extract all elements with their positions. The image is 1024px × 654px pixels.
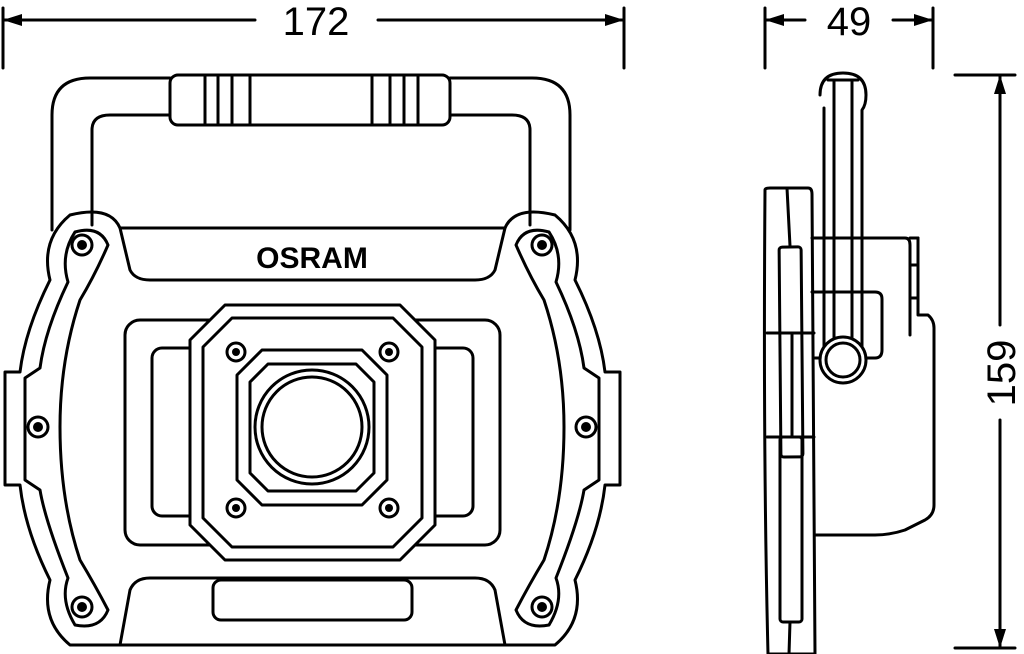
depth-dimension: 49 [763, 0, 935, 70]
width-dimension: 172 [1, 0, 626, 70]
handle-grip [168, 73, 452, 127]
lens [253, 368, 371, 486]
screws [26, 233, 598, 619]
front-view: OSRAM [3, 73, 622, 647]
depth-label: 49 [827, 0, 872, 44]
height-dimension: 159 [953, 73, 1024, 650]
height-label: 159 [980, 340, 1024, 407]
side-view [762, 71, 936, 654]
osram-logo: OSRAM [256, 242, 368, 275]
width-label: 172 [283, 0, 350, 44]
